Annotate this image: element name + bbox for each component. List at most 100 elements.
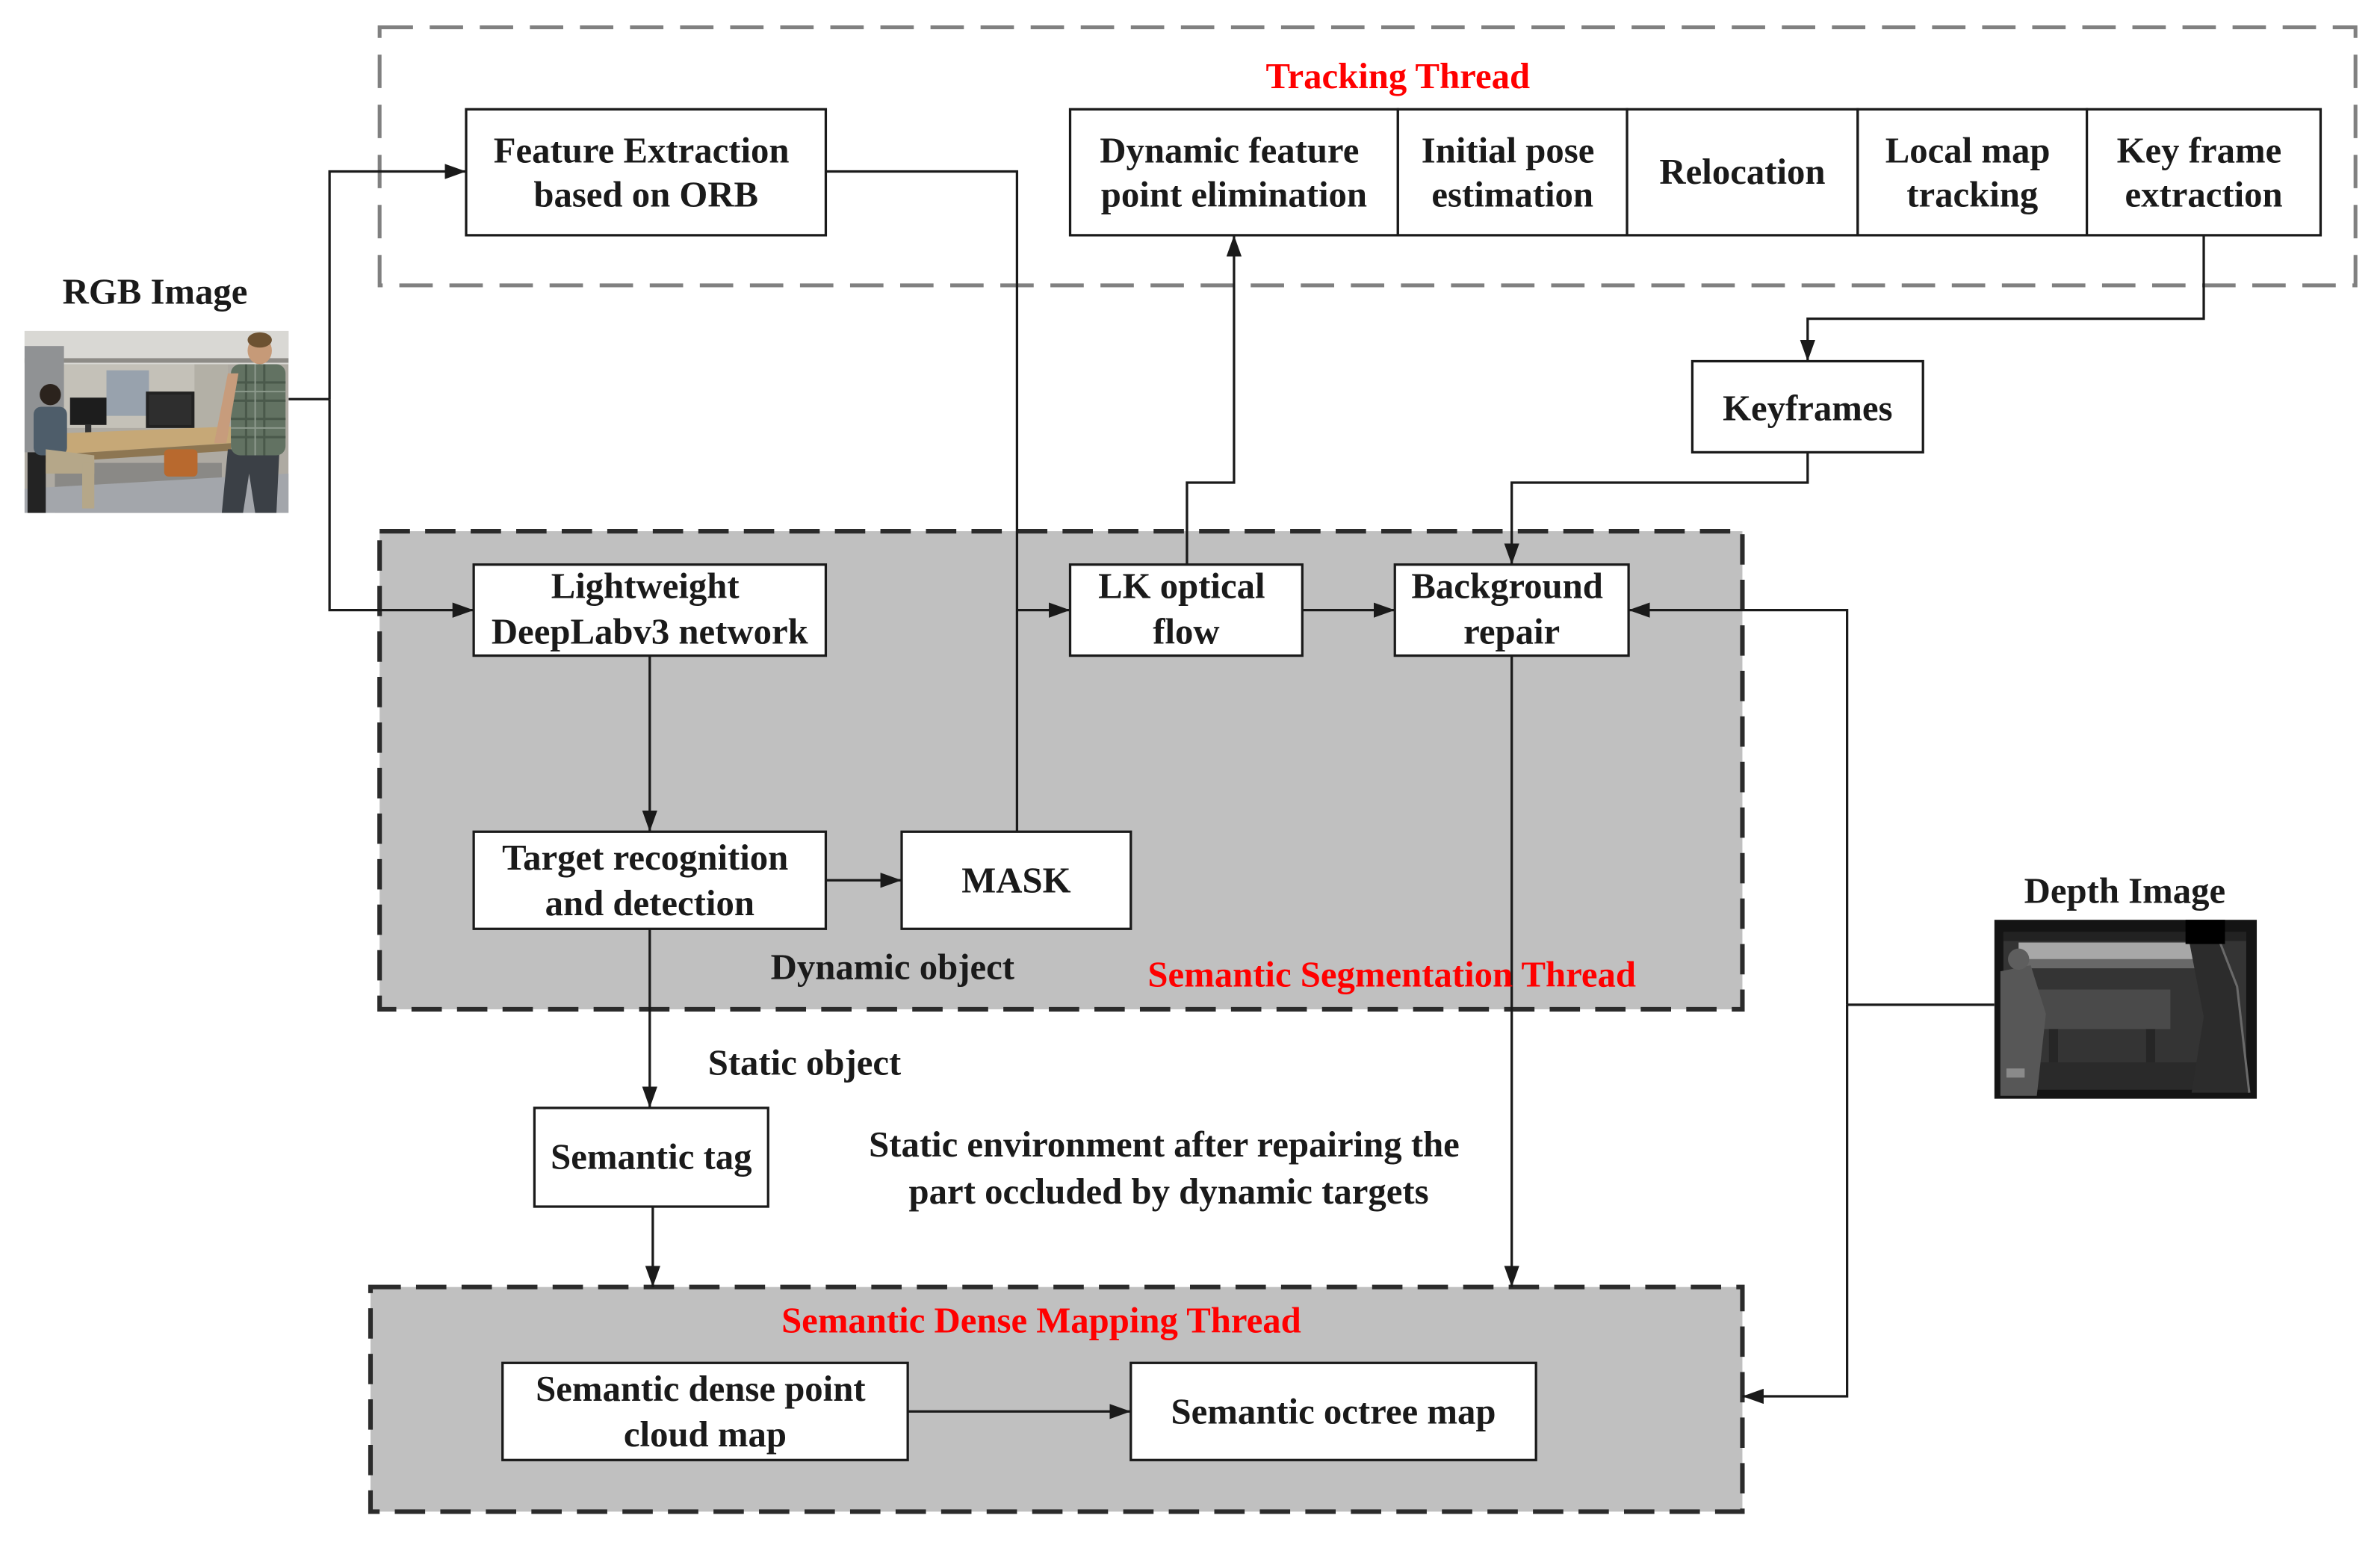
- point-cloud-map-label-line-2: cloud map: [624, 1414, 787, 1455]
- target-recognition-box: [472, 830, 828, 930]
- step-initial-pose-estimation-label: Initial pose estimation: [1422, 130, 1604, 214]
- mapping-thread-title: Semantic Dense Mapping Thread: [781, 1301, 1301, 1341]
- rgb-monitor-stand: [85, 424, 92, 433]
- step-label-line-1: Initial pose: [1422, 130, 1595, 170]
- feature-extraction-node: Feature Extraction based on ORB: [465, 108, 828, 237]
- point-cloud-map-label-line-1: Semantic dense point: [536, 1369, 866, 1409]
- step-label-line-1: Local map: [1885, 130, 2051, 170]
- rgb-standing-person-shirt: [231, 364, 286, 456]
- keyframes-node: Keyframes: [1691, 359, 1924, 454]
- feature-extraction-label-line-2: based on ORB: [533, 174, 758, 214]
- rgb-standing-person-arm: [214, 373, 239, 444]
- keyframes-label: Keyframes: [1723, 388, 1892, 429]
- step-label-line-2: extraction: [2125, 174, 2282, 214]
- step-key-frame-extraction-label: Key frame extraction: [2117, 130, 2291, 214]
- arrow-rgb-to-feature-extraction: [328, 164, 466, 400]
- rgb-seated-person-head: [40, 383, 61, 406]
- step-dynamic-feature-elimination-label: Dynamic feature point elimination: [1100, 130, 1368, 214]
- deeplab-network-node: Lightweight DeepLabv3 network: [472, 563, 828, 657]
- connector-feature-extraction-to-mask: [825, 170, 1019, 832]
- deeplab-network-label: Lightweight DeepLabv3 network: [492, 566, 809, 651]
- step-dynamic-feature-elimination: Dynamic feature point elimination: [1068, 108, 1399, 237]
- step-label-line-1: Key frame: [2117, 130, 2282, 170]
- static-environment-note-line-1: Static environment after repairing the: [869, 1124, 1460, 1165]
- step-key-frame-extraction-box: [2085, 108, 2322, 237]
- lk-optical-flow-label-line-1: LK optical: [1098, 566, 1265, 606]
- step-label-line-2: estimation: [1431, 174, 1593, 214]
- step-local-map-tracking: Local map tracking: [1856, 108, 2089, 237]
- depth-band-fade: [2018, 959, 2198, 969]
- step-initial-pose-estimation-box: [1396, 108, 1628, 237]
- rgb-blue-partition: [106, 370, 149, 416]
- rgb-seated-person-torso: [34, 406, 67, 456]
- feature-extraction-label-line-1: Feature Extraction: [494, 130, 790, 170]
- depth-right-person: [2188, 932, 2249, 1093]
- arrow-depth-to-background-repair: [1628, 602, 1849, 1005]
- step-local-map-tracking-label: Local map tracking: [1885, 130, 2060, 214]
- background-repair-label-line-2: repair: [1463, 611, 1560, 651]
- target-recognition-node: Target recognition and detection: [472, 830, 828, 930]
- tracking-steps-row: Dynamic feature point elimination Initia…: [1068, 108, 2322, 237]
- arrow-depth-to-mapping-thread: [1742, 1004, 1849, 1405]
- deeplab-network-box: [472, 563, 828, 657]
- tracking-thread-region: [377, 25, 2358, 288]
- static-object-label: Static object: [708, 1042, 902, 1083]
- background-repair-node: Background repair: [1393, 563, 1630, 657]
- rgb-monitor-screen: [149, 394, 192, 425]
- rgb-plaid-highlight: [231, 364, 286, 456]
- tracking-thread-title: Tracking Thread: [1266, 56, 1531, 96]
- depth-image-label: Depth Image: [2024, 871, 2225, 911]
- rgb-desk: [43, 426, 232, 456]
- lk-optical-flow-node: LK optical flow: [1068, 563, 1304, 657]
- mask-label: MASK: [961, 861, 1070, 901]
- step-local-map-tracking-box: [1856, 108, 2089, 237]
- depth-left-person: [2000, 965, 2046, 1096]
- dynamic-object-label: Dynamic object: [771, 947, 1015, 987]
- mask-box: [900, 830, 1132, 930]
- feature-extraction-box: [465, 108, 828, 237]
- lk-optical-flow-box: [1068, 563, 1304, 657]
- step-dynamic-feature-elimination-box: [1068, 108, 1399, 237]
- mask-node: MASK: [900, 830, 1132, 930]
- step-label-line-1: Dynamic feature: [1100, 130, 1359, 170]
- background-repair-label-line-1: Background: [1411, 566, 1603, 606]
- step-initial-pose-estimation: Initial pose estimation: [1396, 108, 1628, 237]
- arrow-keyframes-to-background-repair: [1504, 452, 1809, 565]
- octree-map-box: [1129, 1361, 1537, 1461]
- lk-optical-flow-label: LK optical flow: [1098, 566, 1274, 651]
- rgb-image-photo: [24, 330, 289, 513]
- deeplab-network-label-line-2: DeepLabv3 network: [492, 611, 809, 651]
- rgb-ceiling-beam: [24, 358, 289, 363]
- rgb-plaid-pattern: [231, 364, 286, 456]
- step-label-line-2: point elimination: [1101, 174, 1367, 214]
- rgb-orange-chair: [164, 449, 198, 477]
- static-environment-note: Static environment after repairing the p…: [869, 1124, 1469, 1212]
- step-label-line-2: tracking: [1906, 174, 2038, 214]
- connectors: [288, 164, 2205, 1419]
- segmentation-thread-title: Semantic Segmentation Thread: [1147, 954, 1636, 994]
- step-relocation: Relocation: [1626, 108, 1859, 237]
- rgb-office-chair: [27, 452, 46, 513]
- keyframes-box: [1691, 359, 1924, 454]
- octree-map-node: Semantic octree map: [1129, 1361, 1537, 1461]
- point-cloud-map-node: Semantic dense point cloud map: [501, 1361, 909, 1461]
- rgb-monitor: [69, 397, 107, 425]
- semantic-tag-node: Semantic tag: [533, 1106, 769, 1208]
- background-repair-label: Background repair: [1411, 566, 1612, 651]
- arrow-lk-flow-to-dynamic-feature-elimination: [1186, 235, 1242, 565]
- step-relocation-box: [1626, 108, 1859, 237]
- depth-bright-band: [2018, 942, 2198, 959]
- semantic-tag-label: Semantic tag: [551, 1136, 752, 1177]
- background-repair-box: [1393, 563, 1630, 657]
- target-recognition-label-line-2: and detection: [545, 883, 754, 923]
- feature-extraction-label: Feature Extraction based on ORB: [494, 130, 799, 214]
- depth-table: [2036, 989, 2171, 1029]
- depth-black-patch: [2185, 920, 2225, 944]
- step-relocation-label: Relocation: [1659, 152, 1825, 192]
- depth-image-photo: [1994, 920, 2257, 1099]
- static-environment-note-line-2: part occluded by dynamic targets: [909, 1171, 1429, 1212]
- rgb-standing-person-hair: [247, 332, 272, 348]
- point-cloud-map-box: [501, 1361, 909, 1461]
- step-key-frame-extraction: Key frame extraction: [2085, 108, 2322, 237]
